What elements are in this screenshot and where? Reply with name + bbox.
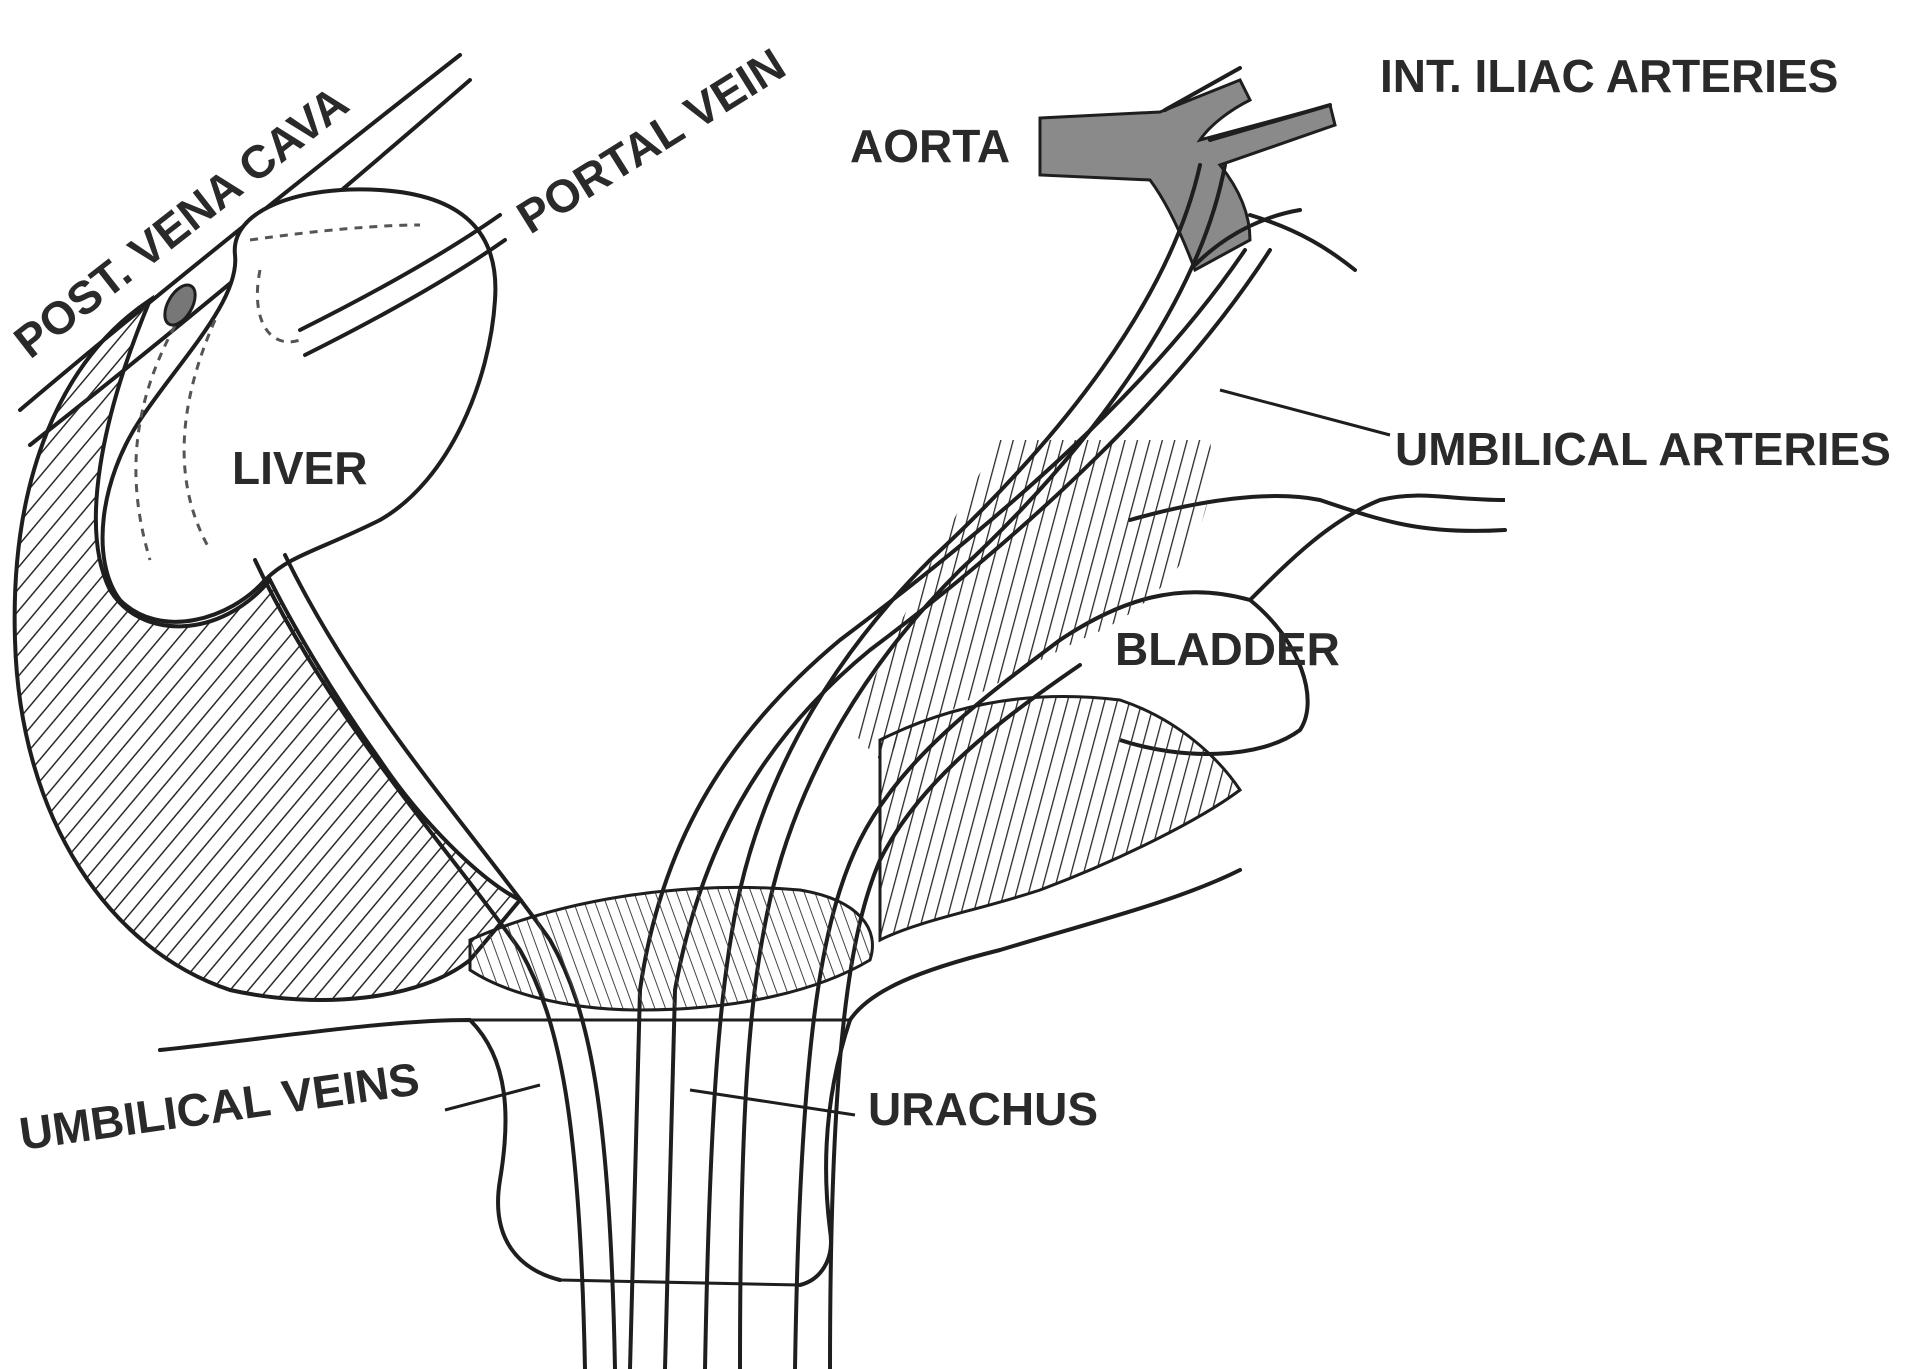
label-umbilical-veins: UMBILICAL VEINS	[16, 1052, 422, 1160]
label-int-iliac-arteries: INT. ILIAC ARTERIES	[1380, 50, 1838, 102]
label-urachus: URACHUS	[868, 1083, 1098, 1135]
lower-hatched-region	[880, 696, 1240, 940]
label-bladder: BLADDER	[1115, 623, 1340, 675]
cord-hatched-band	[470, 887, 872, 1010]
label-portal-vein: PORTAL VEIN	[508, 38, 794, 244]
label-umbilical-arteries: UMBILICAL ARTERIES	[1395, 423, 1891, 475]
aorta	[1040, 80, 1335, 270]
label-liver: LIVER	[232, 442, 367, 494]
label-aorta: AORTA	[850, 120, 1010, 172]
